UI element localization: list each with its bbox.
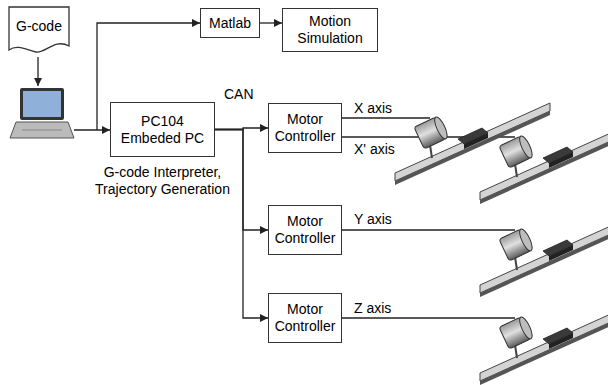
axis-label: Z axis [352,300,393,316]
node-caption: G-code Interpreter, Trajectory Generatio… [83,164,243,198]
linear-axis [480,303,608,385]
laptop-icon [10,88,74,138]
process-box: Motion Simulation [282,8,378,52]
wire [342,117,430,118]
arrow-line [37,57,38,86]
arrow-line [74,129,110,130]
node-text: PC104 Embeded PC [115,113,210,147]
node-text: Matlab [209,15,251,32]
process-box: Matlab [200,8,260,38]
linear-axis [480,122,608,204]
node-text: Motion Simulation [287,13,373,47]
controller-box: Motor Controller [268,103,342,153]
process-box: PC104 Embeded PCG-code Interpreter, Traj… [110,102,215,157]
controller-box: Motor Controller [268,205,342,255]
node-text: G-code [16,18,62,35]
linear-axis [480,215,608,297]
axis-label: Y axis [352,211,394,227]
document-shape: G-code [8,6,70,56]
bus-label: CAN [222,86,256,102]
node-text: Motor Controller [273,213,337,247]
wire [342,317,515,318]
wire [342,229,515,230]
connector-arrow [260,22,282,23]
node-text: Motor Controller [273,111,337,145]
connector-arrow [215,130,268,319]
axis-label: X axis [352,100,394,116]
node-text: Motor Controller [273,301,337,335]
axis-label: X' axis [352,141,397,157]
connector-arrow [215,130,268,231]
controller-box: Motor Controller [268,293,342,343]
